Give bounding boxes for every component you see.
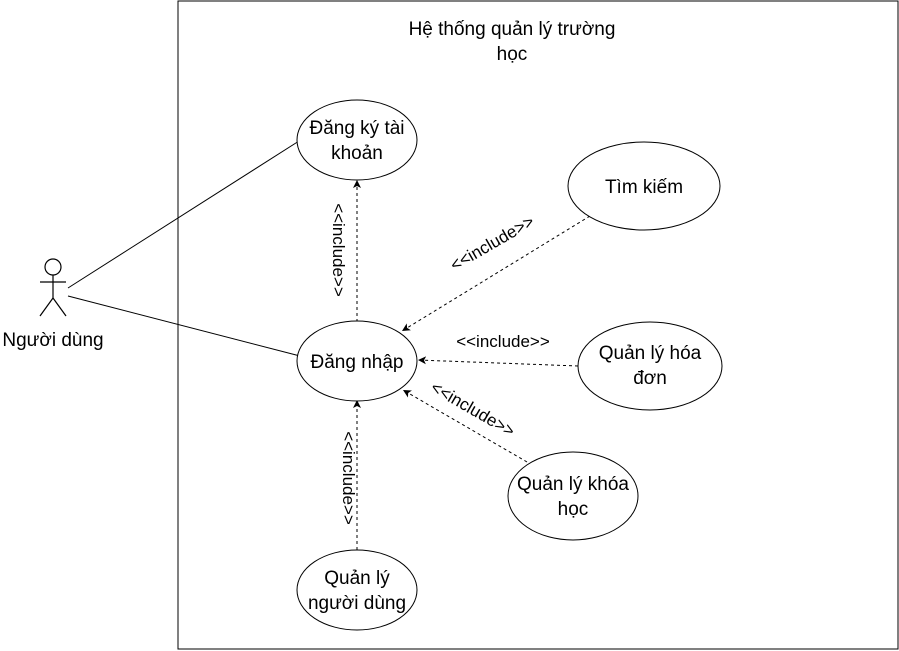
include-arrow-search	[401, 215, 591, 332]
use-case-user-mgmt[interactable]: Quản lý người dùng	[296, 549, 418, 631]
use-case-register[interactable]: Đăng ký tài khoản	[296, 99, 418, 181]
use-case-login-label: Đăng nhập	[311, 352, 404, 373]
use-case-user-mgmt-shape	[296, 549, 418, 631]
use-case-course-line2: học	[558, 499, 589, 520]
use-case-search-shape	[567, 141, 721, 231]
actor-user	[39, 258, 67, 317]
association-login	[67, 295, 301, 357]
use-case-register-line1: Đăng ký tài	[309, 118, 404, 139]
use-case-register-shape	[296, 99, 418, 181]
use-case-user-mgmt-line1: Quản lý	[324, 568, 390, 589]
actor-label: Người dùng	[2, 330, 103, 351]
actor-head	[44, 258, 62, 276]
association-register	[67, 140, 300, 289]
use-case-invoice[interactable]: Quản lý hóa đơn	[577, 321, 723, 411]
include-label-user-mgmt: <<include>>	[339, 431, 358, 525]
use-case-invoice-line1: Quản lý hóa	[599, 343, 702, 364]
use-case-login-shape	[296, 320, 418, 402]
use-case-invoice-shape	[577, 321, 723, 411]
include-label-register: <<include>>	[329, 203, 348, 297]
system-boundary	[177, 0, 899, 650]
use-case-register-line2: khoản	[331, 143, 383, 164]
use-case-invoice-line2: đơn	[633, 368, 667, 389]
include-label-invoice: <<include>>	[456, 332, 550, 351]
use-case-search-label: Tìm kiếm	[605, 177, 683, 198]
use-case-course[interactable]: Quản lý khóa học	[507, 451, 639, 541]
use-case-course-line1: Quản lý khóa	[517, 474, 629, 495]
use-case-user-mgmt-line2: người dùng	[308, 593, 406, 614]
use-case-search[interactable]: Tìm kiếm	[567, 141, 721, 231]
use-case-login[interactable]: Đăng nhập	[296, 320, 418, 402]
actor-left-leg	[39, 297, 54, 317]
actor-right-leg	[52, 297, 67, 317]
system-title-line2: học	[497, 44, 528, 65]
system-title-line1: Hệ thống quản lý trường	[409, 19, 616, 40]
use-case-course-shape	[507, 451, 639, 541]
include-arrow-invoice	[417, 356, 579, 367]
